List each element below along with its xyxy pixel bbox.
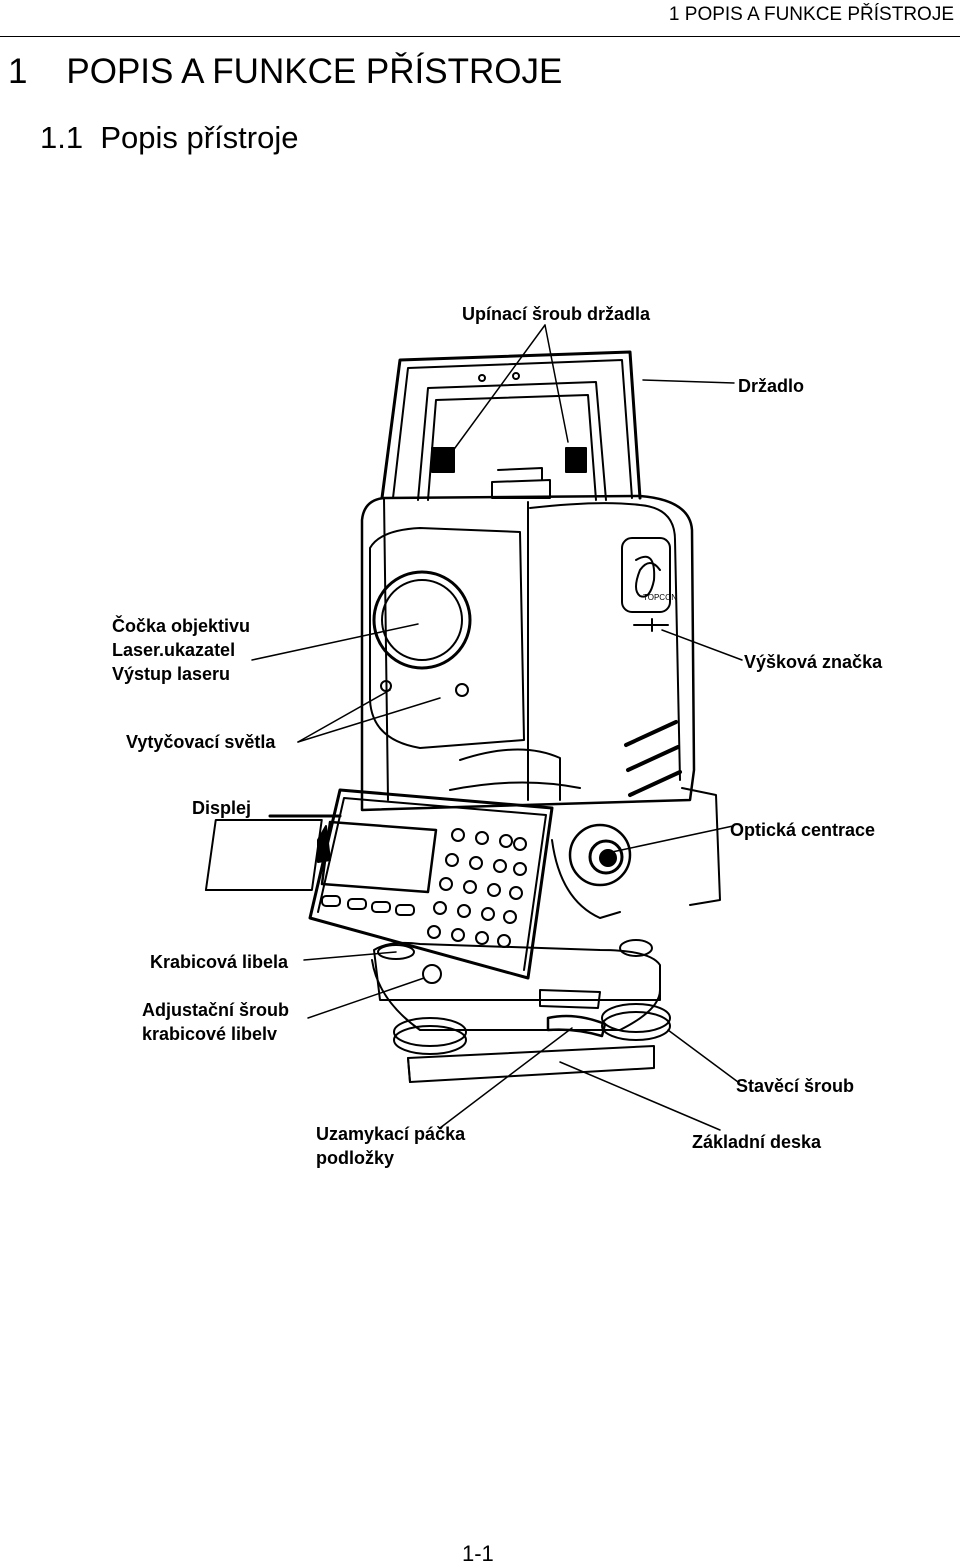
leader-lines (251, 324, 743, 1131)
body-drawing: TOPCON (360, 494, 721, 906)
label-handle-screw: Upínací šroub držadla (462, 304, 651, 324)
label-display: Displej (192, 798, 252, 818)
plummet-drawing (551, 823, 632, 919)
label-guide-lights: Vytyčovací světla (126, 732, 276, 752)
chapter-number: 1 (8, 52, 28, 91)
label-objective-lens-line-3: Výstup laseru (112, 664, 231, 684)
label-height-mark: Výšková značka (744, 652, 883, 672)
label-leveling-screw: Stavěcí šroub (736, 1076, 855, 1096)
section-number: 1.1 (40, 120, 84, 155)
label-optical-plummet: Optická centrace (730, 820, 876, 840)
label-objective-lens: Čočka objektivu Laser.ukazatel Výstup la… (112, 614, 250, 686)
header-rule (0, 36, 960, 37)
keyboard-drawing (204, 788, 554, 980)
label-circular-level: Krabicová libela (150, 952, 289, 972)
label-handle: Držadlo (738, 376, 805, 396)
label-tribrach-clamp-line-2: podložky (316, 1148, 395, 1168)
label-objective-lens-line-1: Čočka objektivu (112, 616, 251, 636)
running-header: 1 POPIS A FUNKCE PŘÍSTROJE (668, 4, 954, 25)
section-title-text: Popis přístroje (100, 120, 299, 155)
brand-mark: TOPCON (643, 593, 677, 602)
handle-drawing (380, 350, 642, 501)
label-tribrach-clamp: Uzamykací páčka podložky (316, 1122, 465, 1170)
label-level-adjust-line-2: krabicové libelv (142, 1024, 278, 1044)
chapter-title-text: POPIS A FUNKCE PŘÍSTROJE (66, 52, 563, 91)
label-objective-lens-line-2: Laser.ukazatel (112, 640, 236, 660)
page-number: 1-1 (462, 1541, 494, 1566)
label-base-plate: Základní deska (692, 1132, 822, 1152)
tribrach-drawing (371, 939, 671, 1083)
chapter-title: 1 POPIS A FUNKCE PŘÍSTROJE (8, 52, 562, 92)
section-title: 1.1 Popis přístroje (40, 120, 298, 156)
label-level-adjust-line-1: Adjustační šroub (142, 1000, 290, 1020)
label-level-adjust-screw: Adjustační šroub krabicové libelv (142, 998, 289, 1046)
label-tribrach-clamp-line-1: Uzamykací páčka (316, 1124, 466, 1144)
